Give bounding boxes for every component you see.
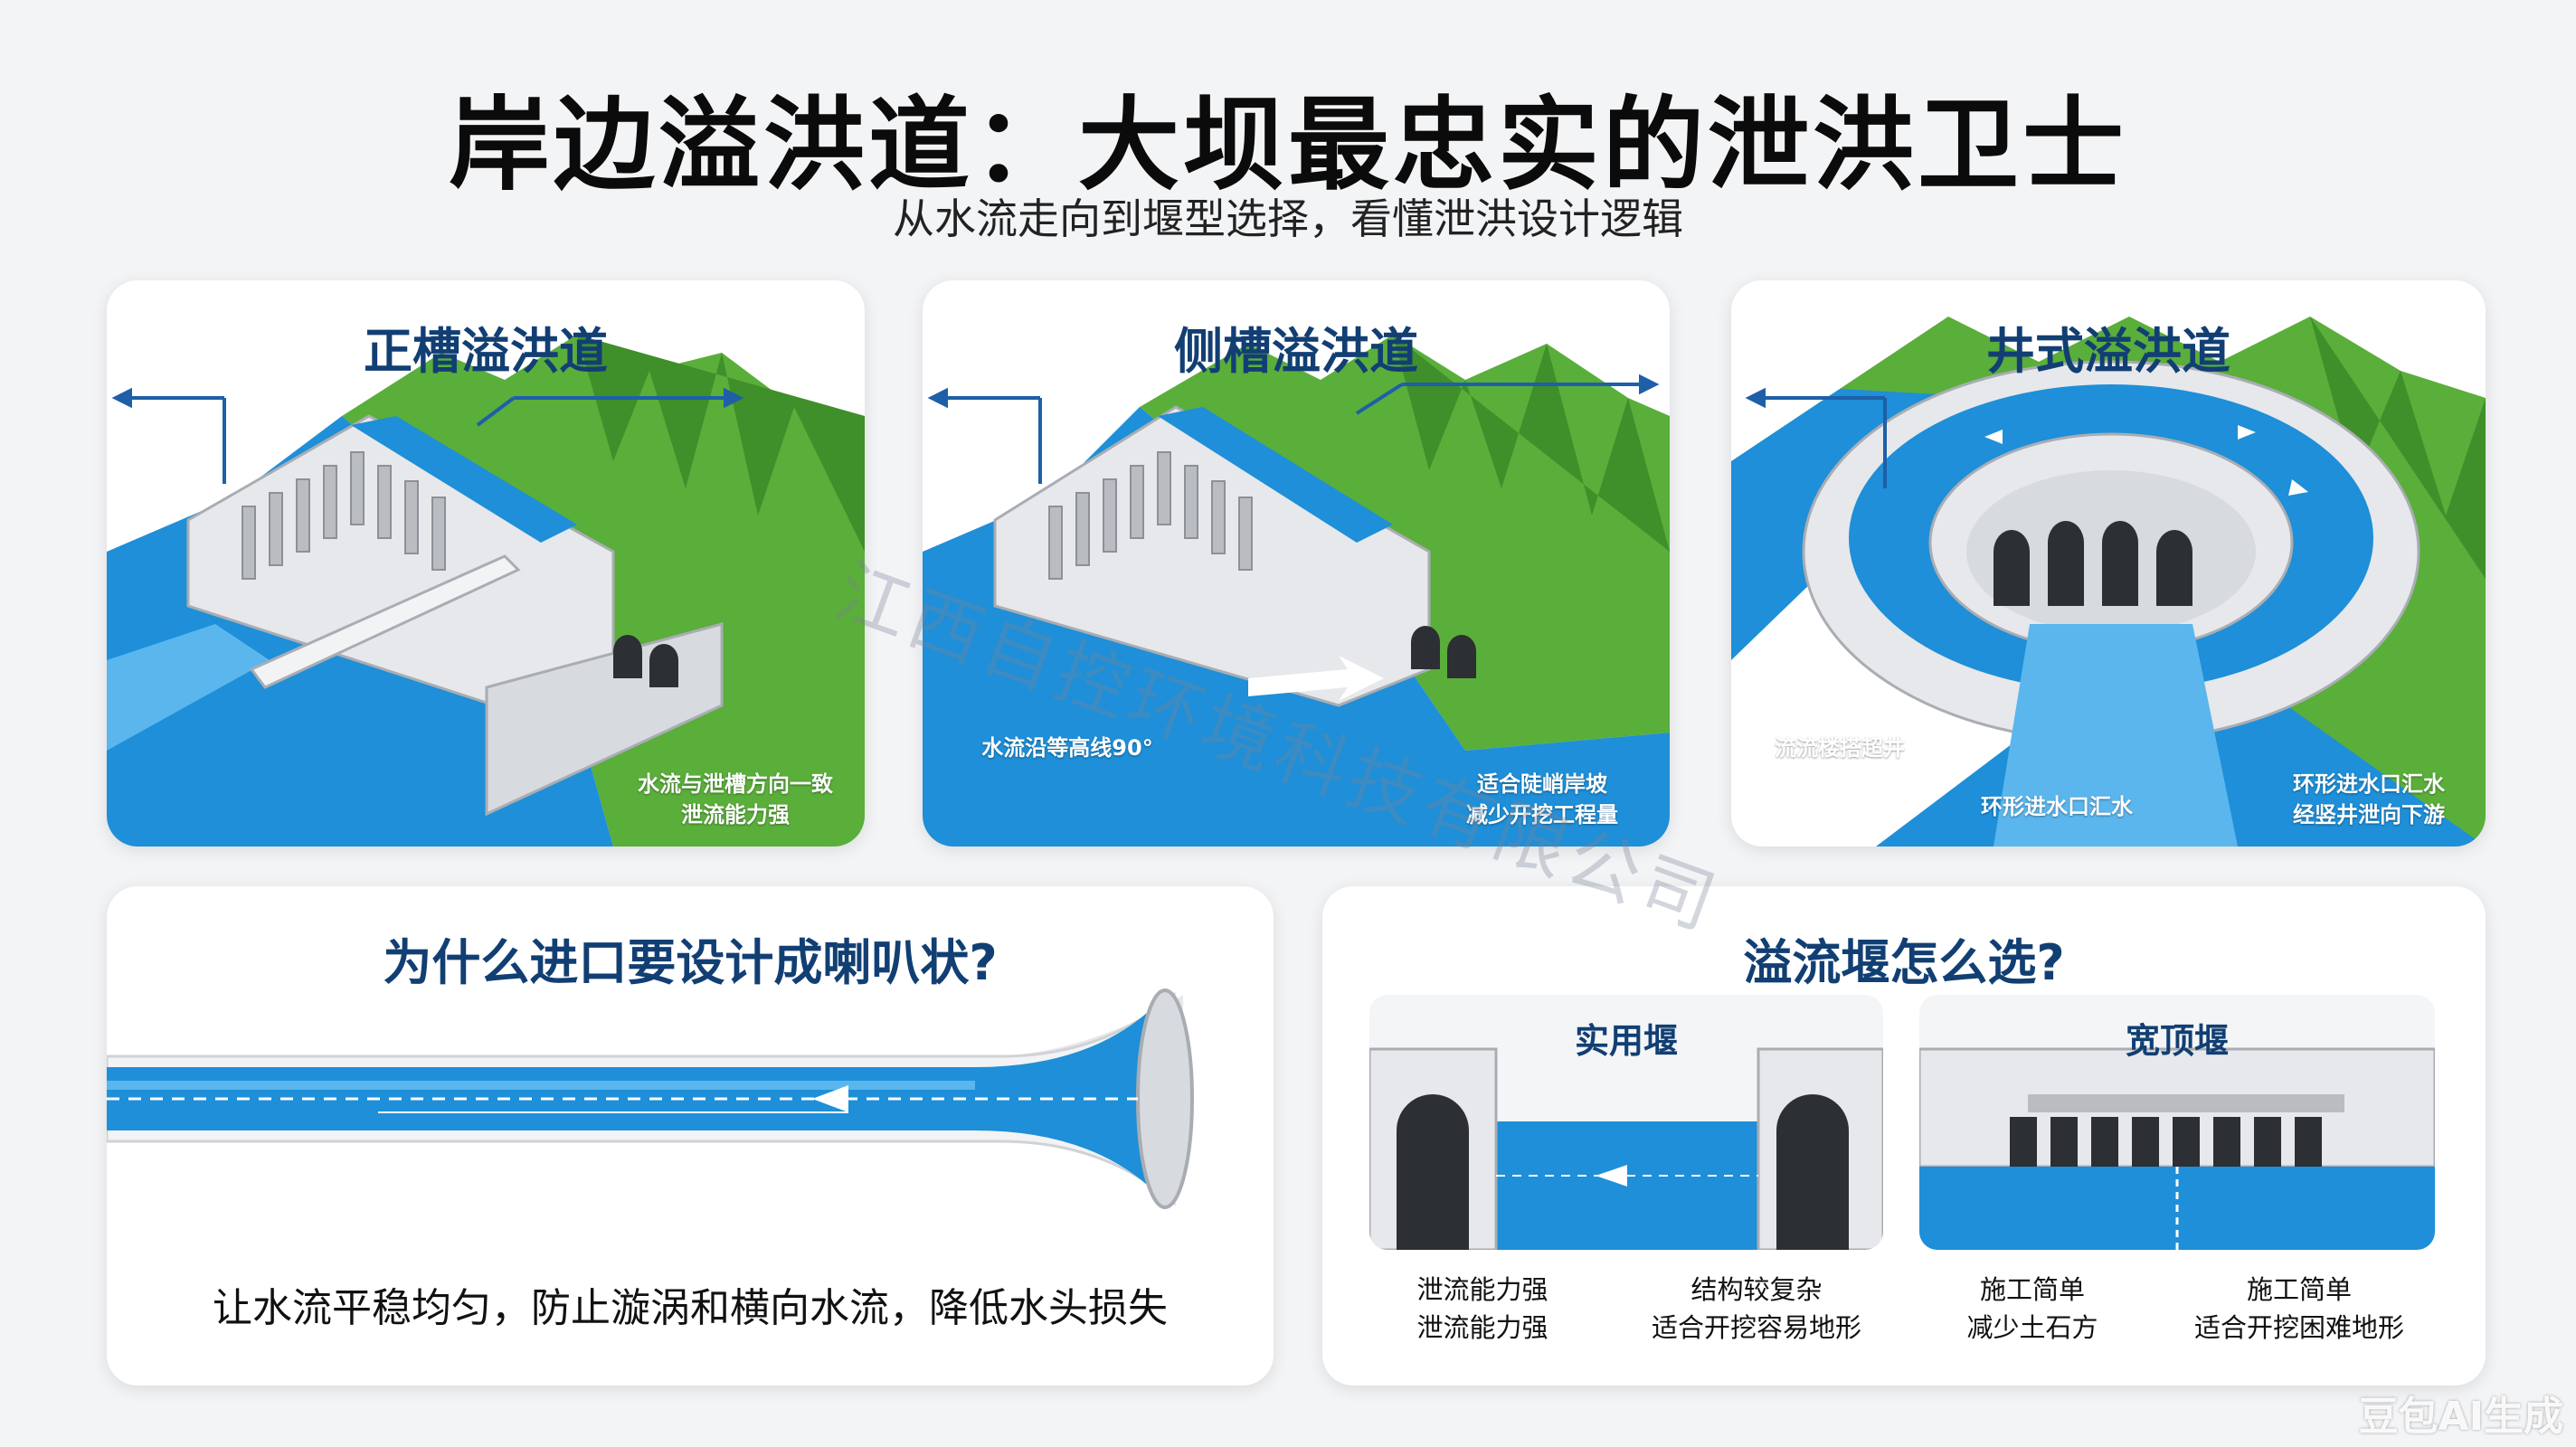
ai-brand-mark: 豆包AI生成 [2358, 1394, 2563, 1440]
caption-shaft-mid: 环形进水口汇水 [1981, 794, 2133, 819]
weir-bays [2010, 1117, 2322, 1167]
mountain-shade [1393, 335, 1670, 552]
feature-line: 施工简单 [1979, 1274, 2085, 1305]
caption-line: 泄流能力强 [681, 802, 790, 828]
bell-mouth-rim [1136, 988, 1194, 1209]
inlet-title: 为什么进口要设计成喇叭状? [383, 934, 998, 991]
card-title: 正槽溢洪道 [364, 323, 608, 380]
card-straight-spillway: 正槽溢洪道 水流与泄槽方向一致 泄流能力强 [107, 280, 865, 846]
shaft-spillway-illustration [1731, 317, 2486, 846]
feature-line: 泄流能力强 [1416, 1274, 1548, 1305]
outlet-arches [1411, 626, 1476, 678]
pipe-water [107, 1013, 1147, 1185]
outflow-channel [1994, 624, 2238, 846]
caption-line: 水流与泄槽方向一致 [638, 771, 833, 797]
tailwater-water [107, 624, 270, 751]
inlet-description: 让水流平稳均匀，防止漩涡和横向水流，降低水头损失 [213, 1285, 1168, 1331]
weir-option-practical: 实用堰 [1369, 995, 1883, 1250]
side-channel [1158, 407, 1393, 543]
flow-arrows [1745, 387, 1887, 488]
feature-practical-right: 结构较复杂 适合开挖容易地形 [1621, 1271, 1892, 1347]
outlet-arches [613, 635, 678, 687]
page-title: 岸边溢洪道：大坝最忠实的泄洪卫士 [449, 87, 2127, 204]
card-title: 井式溢洪道 [1986, 323, 2230, 380]
caption-line: 减少开挖工程量 [1466, 802, 1618, 828]
feature-line: 施工简单 [2246, 1274, 2352, 1305]
pipe-water-highlight [107, 1081, 975, 1090]
feature-line: 减少土石方 [1966, 1312, 2098, 1343]
caption-side-right: 适合陡峭岸坡 减少开挖工程量 [1429, 769, 1655, 830]
weir-crest-beam [2028, 1094, 2344, 1112]
weir-option-name: 实用堰 [1574, 1021, 1678, 1061]
shaft-chambers [1994, 521, 2192, 606]
caption-line: 经竖井泄向下游 [2293, 802, 2445, 828]
flow-direction-arrow [1596, 1165, 1627, 1187]
left-opening [1397, 1094, 1469, 1250]
flow-direction-arrow [1248, 656, 1384, 701]
card-inlet: 为什么进口要设计成喇叭状? 让水流平稳均匀，防止漩涡和横向水流，降低水头损失 [107, 886, 1274, 1386]
feature-broad-left: 施工简单 减少土石方 [1919, 1271, 2145, 1347]
spillway-gate-piers [1048, 451, 1253, 580]
ring-flow-arrows [1984, 425, 2308, 496]
flow-arrows [927, 374, 1660, 484]
mountain-shade [2310, 317, 2486, 579]
bell-mouth-illustration [107, 988, 1194, 1209]
feature-line: 泄流能力强 [1416, 1312, 1548, 1343]
dam-crest-channel [351, 416, 577, 543]
practical-weir-illustration [1369, 1047, 1883, 1250]
card-side-channel-spillway: 侧槽溢洪道 水流沿等高线90° 适合陡峭岸坡 减少开挖工程量 [923, 280, 1670, 846]
weir-option-broad-crested: 宽顶堰 [1919, 995, 2435, 1250]
feature-line: 结构较复杂 [1690, 1274, 1823, 1305]
broad-crested-weir-illustration [1919, 1047, 2435, 1250]
right-opening [1776, 1094, 1849, 1250]
straight-spillway-illustration [107, 335, 865, 846]
card-title: 侧槽溢洪道 [1174, 323, 1418, 380]
caption-side-left: 水流沿等高线90° [981, 735, 1153, 761]
side-channel-illustration [923, 335, 1670, 846]
caption-shaft-right: 环形进水口汇水 经竖井泄向下游 [2256, 769, 2482, 830]
feature-line: 适合开挖困难地形 [2193, 1312, 2404, 1343]
card-shaft-spillway: 井式溢洪道 流流楼搭超井 环形进水口汇水 环形进水口汇水 经竖井泄向下游 [1731, 280, 2486, 846]
mountain-shade [577, 335, 865, 552]
weir-title: 溢流堰怎么选? [1743, 934, 2065, 991]
page-subtitle: 从水流走向到堰型选择，看懂泄洪设计逻辑 [893, 194, 1683, 243]
flow-arrows [111, 387, 744, 484]
caption-straight: 水流与泄槽方向一致 泄流能力强 [613, 769, 857, 830]
card-weir-selection: 溢流堰怎么选? 实用堰 宽顶堰 泄流能力强 [1322, 886, 2486, 1386]
feature-broad-right: 施工简单 适合开挖困难地形 [2164, 1271, 2435, 1347]
weir-option-name: 宽顶堰 [2125, 1021, 2229, 1061]
caption-line: 环形进水口汇水 [2293, 771, 2445, 797]
caption-line: 适合陡峭岸坡 [1477, 771, 1607, 797]
feature-line: 适合开挖容易地形 [1651, 1312, 1861, 1343]
chute-wall [249, 554, 521, 689]
flow-direction-arrow [812, 1085, 848, 1112]
feature-practical-left: 泄流能力强 泄流能力强 [1369, 1271, 1596, 1347]
spillway-gate-piers [242, 451, 446, 580]
caption-shaft-left: 流流楼搭超井 [1775, 735, 1905, 761]
